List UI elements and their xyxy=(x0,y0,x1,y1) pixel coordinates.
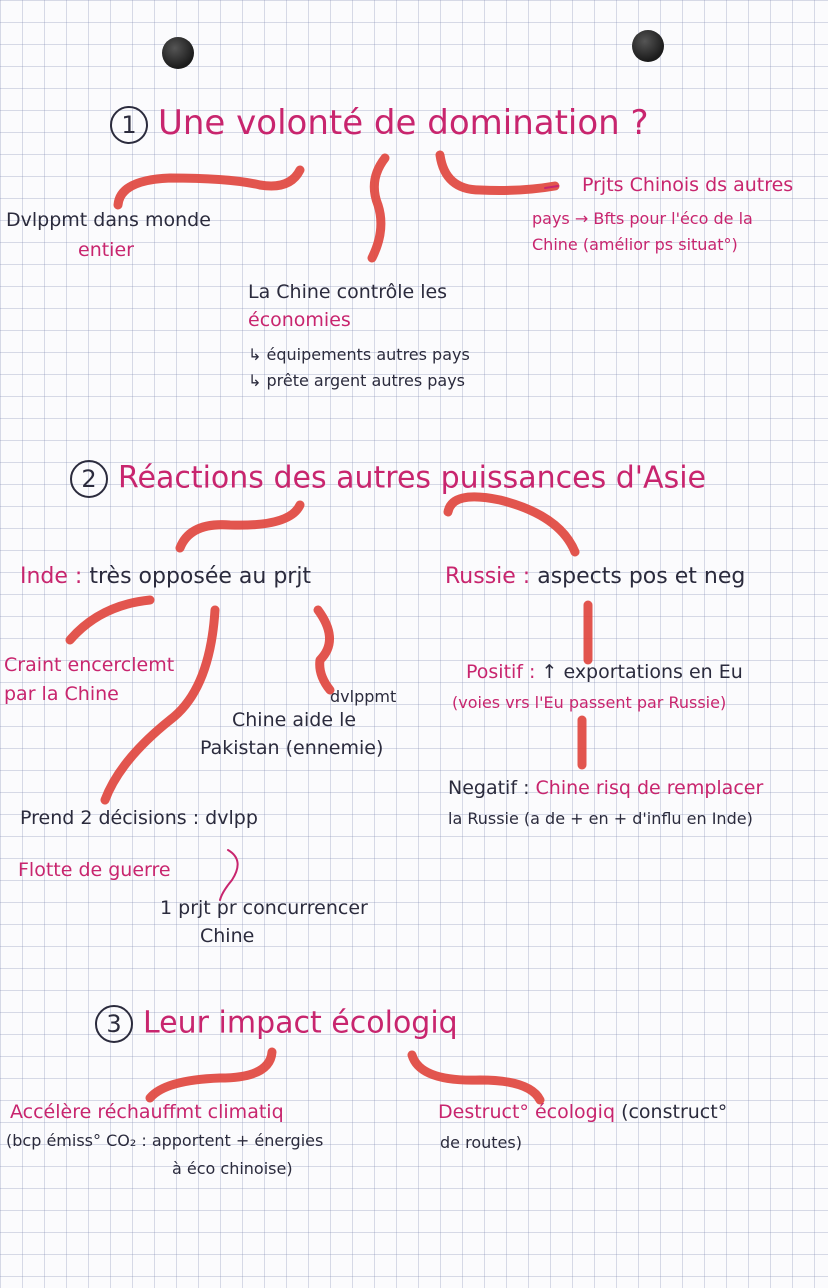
inde-sub2-line-2: Chine aide le xyxy=(232,709,357,731)
inde-sub3a: Flotte de guerre xyxy=(18,859,171,881)
s3-right-line: Destruct° écologiq (construct° xyxy=(438,1102,727,1123)
s1-right-line-1: Prjts Chinois ds autres xyxy=(582,174,794,196)
brace-s1-center xyxy=(367,153,390,263)
brace-inde-sub3 xyxy=(100,605,220,805)
russie-neg-label: Negatif : xyxy=(448,777,530,799)
russie-heading: Russie : xyxy=(445,564,531,589)
brace-s1-right xyxy=(435,150,560,195)
s1-center-line-2: économies xyxy=(248,309,351,331)
russie-neg-text: Chine risq de remplacer xyxy=(535,777,764,799)
section-2-title-text: Réactions des autres puissances d'Asie xyxy=(118,460,706,496)
pen-link-s2 xyxy=(219,849,239,901)
arrow-s1-right xyxy=(544,185,559,189)
s3-right-label: Destruct° écologiq xyxy=(438,1101,616,1123)
s3-left-sub-2: à éco chinoise) xyxy=(172,1159,293,1178)
russie-neg-sub: la Russie (a de + en + d'influ en Inde) xyxy=(448,809,753,828)
s1-left-line-2: entier xyxy=(78,239,134,261)
brace-inde-sub1 xyxy=(65,595,155,645)
section-1-title: 1 Une volonté de domination ? xyxy=(110,103,649,144)
russie-text: aspects pos et neg xyxy=(537,564,746,589)
inde-sub1-line-1: Craint encerclemt xyxy=(4,654,175,676)
binder-hole-left xyxy=(162,37,194,69)
inde-sub2-line-3: Pakistan (ennemie) xyxy=(200,737,384,759)
inde-sub2-line-1: dvlppmt xyxy=(330,687,397,706)
russie-pos-line: Positif : ↑ exportations en Eu xyxy=(466,662,743,683)
brace-s2-left xyxy=(175,500,305,553)
russie-pos-sub: (voies vrs l'Eu passent par Russie) xyxy=(452,693,727,712)
inde-sub3: Prend 2 décisions : dvlpp xyxy=(20,807,258,829)
russie-pos-label: Positif : xyxy=(466,661,536,683)
russie-line: Russie : aspects pos et neg xyxy=(445,564,746,589)
s1-center-line-4: ↳ prête argent autres pays xyxy=(248,371,465,390)
s3-right-sub-1: (construct° xyxy=(621,1101,728,1123)
russie-neg-line: Negatif : Chine risq de remplacer xyxy=(448,778,763,799)
s3-left-sub-1: (bcp émiss° CO₂ : apportent + énergies xyxy=(6,1131,324,1150)
section-3-title: 3 Leur impact écologiq xyxy=(95,1005,458,1043)
inde-line: Inde : très opposée au prjt xyxy=(20,564,312,589)
section-3-title-text: Leur impact écologiq xyxy=(143,1005,458,1041)
s1-center-line-3: ↳ équipements autres pays xyxy=(248,345,470,364)
s1-center-line-1: La Chine contrôle les xyxy=(248,281,448,303)
section-3-number: 3 xyxy=(95,1005,133,1043)
brace-s1-left xyxy=(113,165,305,210)
inde-sub3b-line-1: 1 prjt pr concurrencer xyxy=(160,897,368,919)
s3-left-label: Accélère réchauffmt climatiq xyxy=(10,1101,284,1123)
brace-s3-right xyxy=(407,1050,545,1105)
inde-sub3b-line-2: Chine xyxy=(200,925,255,947)
section-1-number: 1 xyxy=(110,105,148,144)
russie-pos-text: ↑ exportations en Eu xyxy=(541,661,743,683)
brace-s2-right xyxy=(443,492,580,557)
section-2-title: 2 Réactions des autres puissances d'Asie xyxy=(70,460,706,498)
brace-inde-sub2 xyxy=(313,605,335,695)
binder-hole-right xyxy=(632,30,664,62)
section-1-title-text: Une volonté de domination ? xyxy=(158,103,649,143)
inde-sub1-line-2: par la Chine xyxy=(4,683,119,705)
section-2-number: 2 xyxy=(70,460,108,498)
brace-s3-left xyxy=(145,1047,277,1103)
s3-right-sub-2: de routes) xyxy=(440,1133,522,1152)
inde-text: très opposée au prjt xyxy=(89,564,312,589)
s1-right-line-3: Chine (amélior ps situat°) xyxy=(532,235,738,254)
s1-right-line-2: pays → Bfts pour l'éco de la xyxy=(532,209,753,228)
inde-heading: Inde : xyxy=(20,564,83,589)
s1-left-line-1: Dvlppmt dans monde xyxy=(6,209,211,231)
